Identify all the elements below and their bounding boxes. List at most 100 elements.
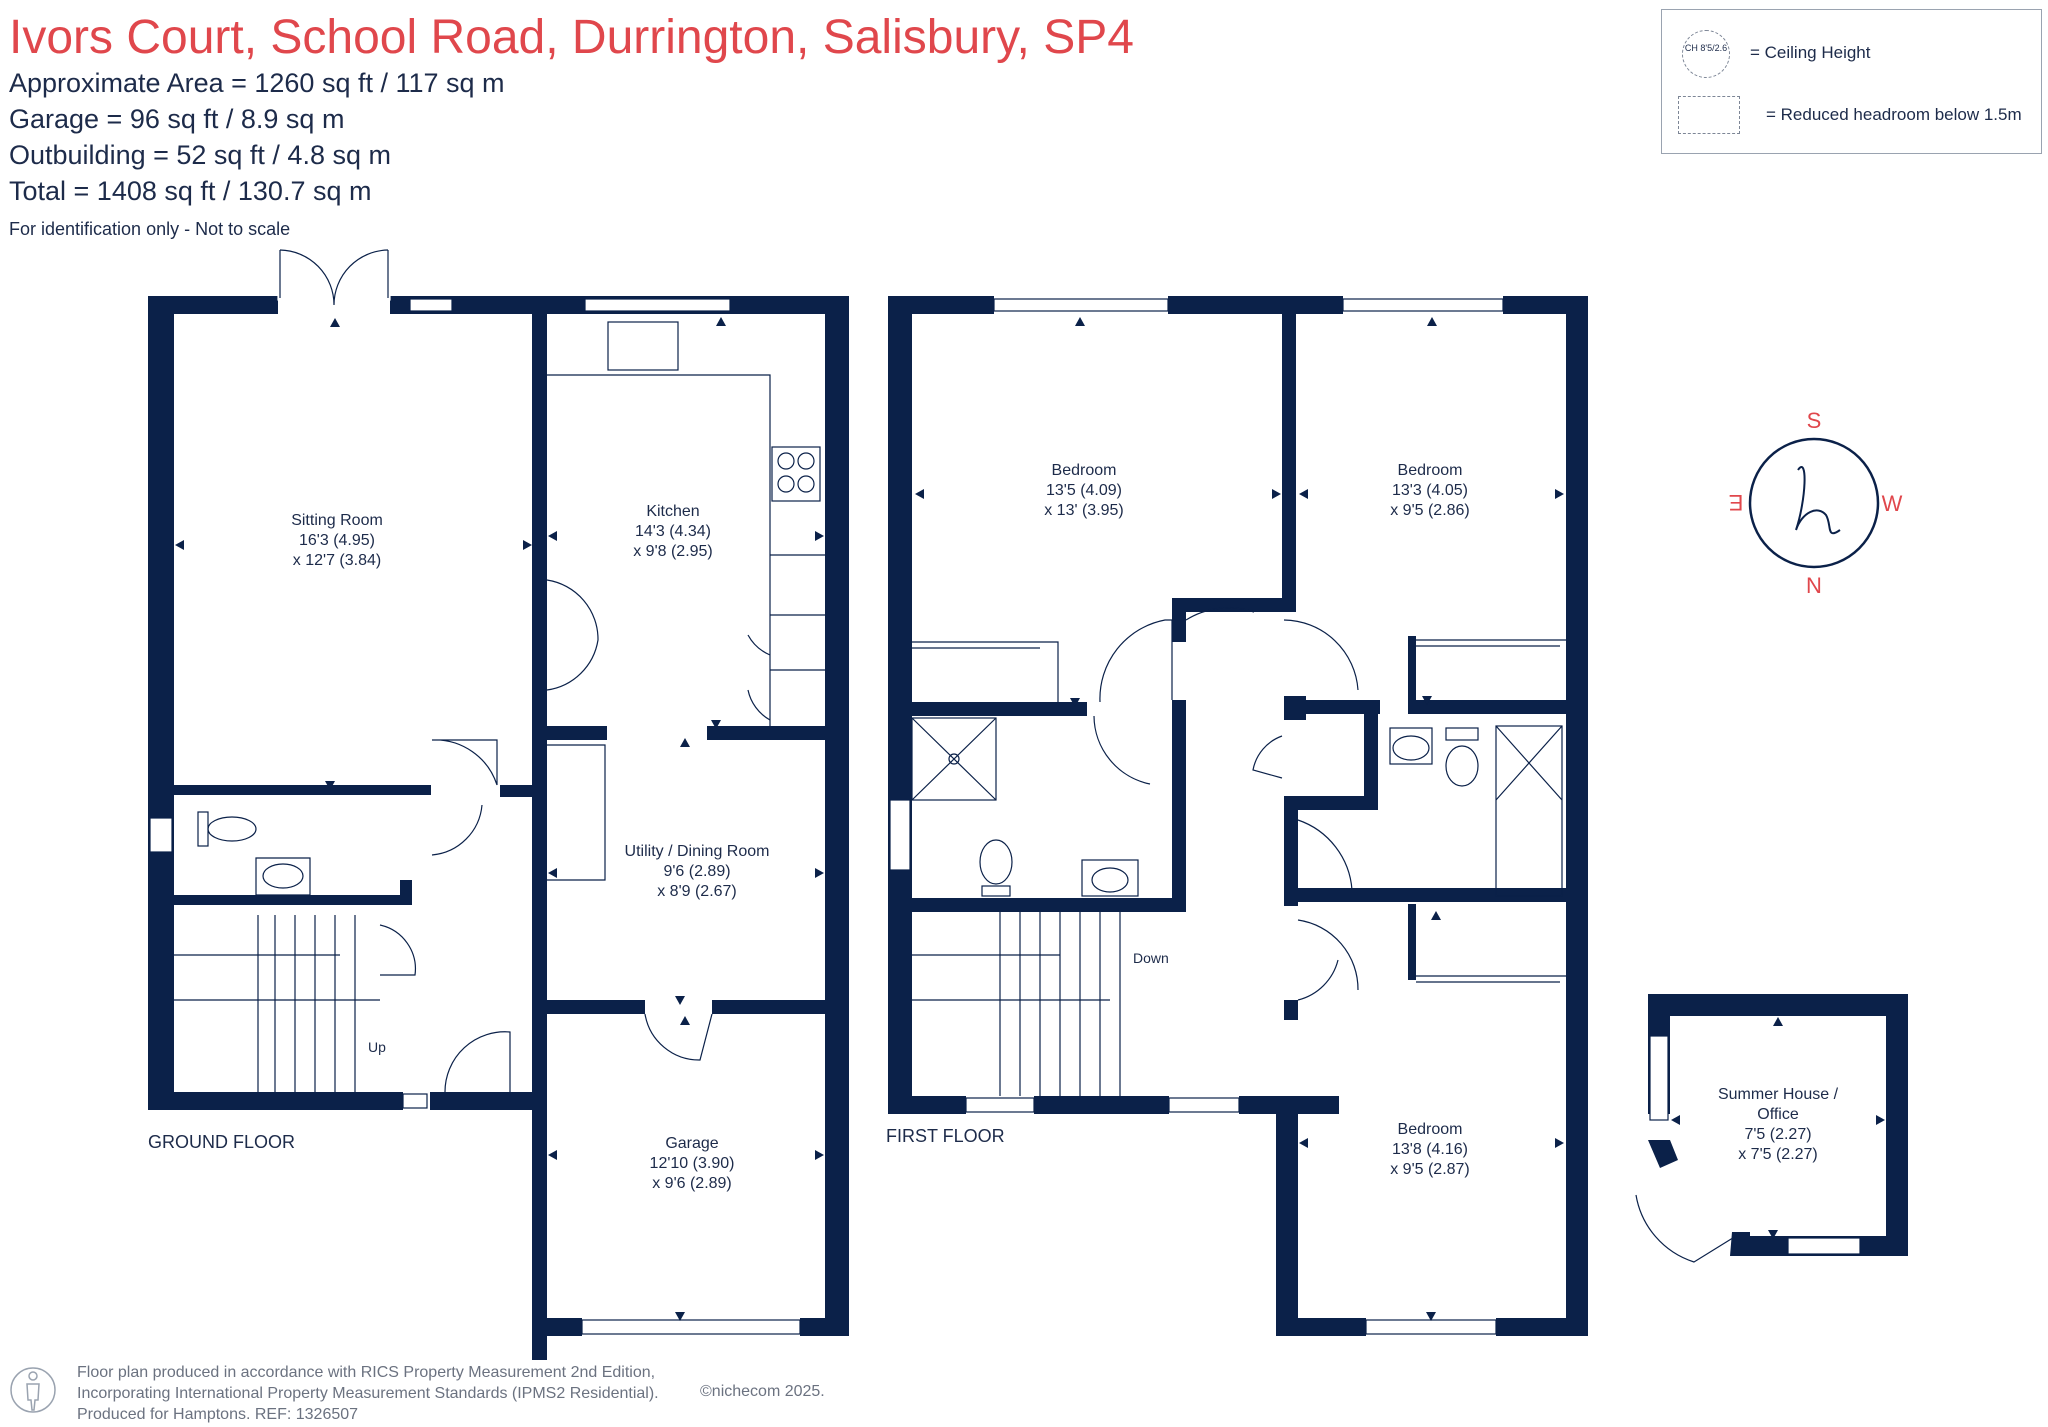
compass: S W N E bbox=[1729, 408, 1903, 598]
first-floor-label: FIRST FLOOR bbox=[886, 1126, 1005, 1146]
wall bbox=[1172, 700, 1186, 900]
bedroom-2-dim1: 13'3 (4.05) bbox=[1392, 482, 1468, 499]
compass-north: N bbox=[1806, 573, 1822, 598]
wall bbox=[510, 1092, 532, 1110]
wall bbox=[1408, 636, 1416, 704]
utility-dining-dim2: x 8'9 (2.67) bbox=[657, 883, 737, 900]
ceiling-height-icon: CH 8'5/2.6 bbox=[1682, 30, 1730, 78]
sitting-room-name: Sitting Room bbox=[291, 512, 383, 529]
wall bbox=[532, 560, 547, 1360]
footer-line-1: Floor plan produced in accordance with R… bbox=[77, 1364, 656, 1381]
utility-dining-name: Utility / Dining Room bbox=[625, 843, 770, 860]
first-floor bbox=[888, 296, 1588, 1336]
wall bbox=[148, 296, 174, 1110]
wall bbox=[707, 726, 825, 740]
wall bbox=[1298, 796, 1378, 810]
ground-floor-fixtures bbox=[149, 249, 825, 1335]
wall bbox=[148, 296, 278, 314]
wall bbox=[1648, 994, 1908, 1016]
garage-area: Garage = 96 sq ft / 8.9 sq m bbox=[9, 104, 345, 134]
reduced-headroom-icon bbox=[1678, 96, 1740, 134]
garage-dim1: 12'10 (3.90) bbox=[650, 1155, 735, 1172]
wall bbox=[500, 785, 532, 797]
wall bbox=[888, 296, 912, 1114]
wall bbox=[174, 895, 409, 905]
utility-dining-dim1: 9'6 (2.89) bbox=[663, 863, 730, 880]
bedroom-2-dim2: x 9'5 (2.86) bbox=[1390, 502, 1470, 519]
bedroom-1-dim2: x 13' (3.95) bbox=[1044, 502, 1124, 519]
bedroom-2-name: Bedroom bbox=[1398, 462, 1463, 479]
garage-dim2: x 9'6 (2.89) bbox=[652, 1175, 732, 1192]
compass-south: S bbox=[1807, 408, 1822, 433]
wall bbox=[888, 296, 994, 314]
reduced-headroom-label: = Reduced headroom below 1.5m bbox=[1766, 105, 2022, 124]
wall bbox=[547, 1000, 645, 1014]
brand-credit: ©nichecom 2025. bbox=[700, 1383, 825, 1400]
wall bbox=[1566, 296, 1588, 1336]
stairs-up-label: Up bbox=[368, 1039, 386, 1055]
bedroom-1-dim1: 13'5 (4.09) bbox=[1046, 482, 1122, 499]
person-icon bbox=[10, 1367, 56, 1413]
wall bbox=[148, 1092, 403, 1110]
first-floor-fixtures bbox=[889, 298, 1566, 1335]
wall bbox=[174, 785, 431, 795]
sitting-room-dim1: 16'3 (4.95) bbox=[299, 532, 375, 549]
footer-line-3: Produced for Hamptons. REF: 1326507 bbox=[77, 1406, 359, 1423]
bedroom-3-dim2: x 9'5 (2.87) bbox=[1390, 1161, 1470, 1178]
bedroom-3-name: Bedroom bbox=[1398, 1121, 1463, 1138]
legend: CH 8'5/2.6 = Ceiling Height = Reduced he… bbox=[1661, 9, 2042, 154]
wall bbox=[532, 296, 547, 576]
ground-floor bbox=[148, 296, 849, 1360]
wall bbox=[1276, 1096, 1298, 1336]
wall bbox=[1408, 904, 1416, 980]
wall bbox=[912, 898, 1186, 912]
wall bbox=[1886, 994, 1908, 1256]
property-title: Ivors Court, School Road, Durrington, Sa… bbox=[9, 11, 1134, 64]
wall bbox=[1364, 700, 1378, 810]
ceiling-height-label: = Ceiling Height bbox=[1750, 43, 1871, 62]
footer: Floor plan produced in accordance with R… bbox=[77, 1362, 659, 1425]
summer-house-dim1: 7'5 (2.27) bbox=[1744, 1126, 1811, 1143]
wall bbox=[1168, 296, 1343, 314]
bedroom-1-name: Bedroom bbox=[1052, 462, 1117, 479]
identification-note: For identification only - Not to scale bbox=[9, 219, 291, 239]
wall bbox=[547, 726, 607, 740]
total-area: Total = 1408 sq ft / 130.7 sq m bbox=[9, 176, 372, 206]
wall bbox=[400, 880, 412, 905]
wall bbox=[1172, 598, 1296, 612]
outbuilding bbox=[1648, 994, 1908, 1256]
summer-house-name-2: Office bbox=[1757, 1106, 1799, 1123]
wall bbox=[1276, 1318, 1366, 1336]
stairs-down-label: Down bbox=[1133, 950, 1169, 966]
outbuilding-area: Outbuilding = 52 sq ft / 4.8 sq m bbox=[9, 140, 391, 170]
wall bbox=[1284, 1000, 1298, 1020]
wall bbox=[800, 1318, 849, 1336]
compass-west: W bbox=[1882, 491, 1903, 516]
wall bbox=[1282, 314, 1296, 604]
wall bbox=[712, 1000, 825, 1014]
kitchen-dim2: x 9'8 (2.95) bbox=[633, 543, 713, 560]
wall bbox=[1284, 796, 1298, 906]
wall bbox=[888, 1096, 966, 1114]
wall bbox=[1172, 598, 1186, 642]
kitchen-name: Kitchen bbox=[646, 503, 699, 520]
footer-line-2: Incorporating International Property Mea… bbox=[77, 1385, 659, 1402]
kitchen-dim1: 14'3 (4.34) bbox=[635, 523, 711, 540]
wall bbox=[1284, 700, 1380, 714]
bedroom-3-dim1: 13'8 (4.16) bbox=[1392, 1141, 1468, 1158]
wall bbox=[912, 702, 1087, 716]
wall bbox=[1284, 888, 1566, 902]
wall bbox=[1730, 1232, 1750, 1256]
outbuilding-fixtures bbox=[1635, 1035, 1861, 1263]
garage-name: Garage bbox=[665, 1135, 718, 1152]
wall bbox=[1034, 1096, 1169, 1114]
wall bbox=[1648, 1140, 1678, 1168]
summer-house-name-1: Summer House / bbox=[1718, 1086, 1839, 1103]
wall bbox=[430, 1092, 518, 1110]
wall bbox=[1408, 700, 1566, 714]
compass-east: E bbox=[1729, 490, 1744, 515]
summer-house-dim2: x 7'5 (2.27) bbox=[1738, 1146, 1818, 1163]
wall bbox=[532, 1318, 582, 1336]
wall bbox=[1496, 1318, 1588, 1336]
